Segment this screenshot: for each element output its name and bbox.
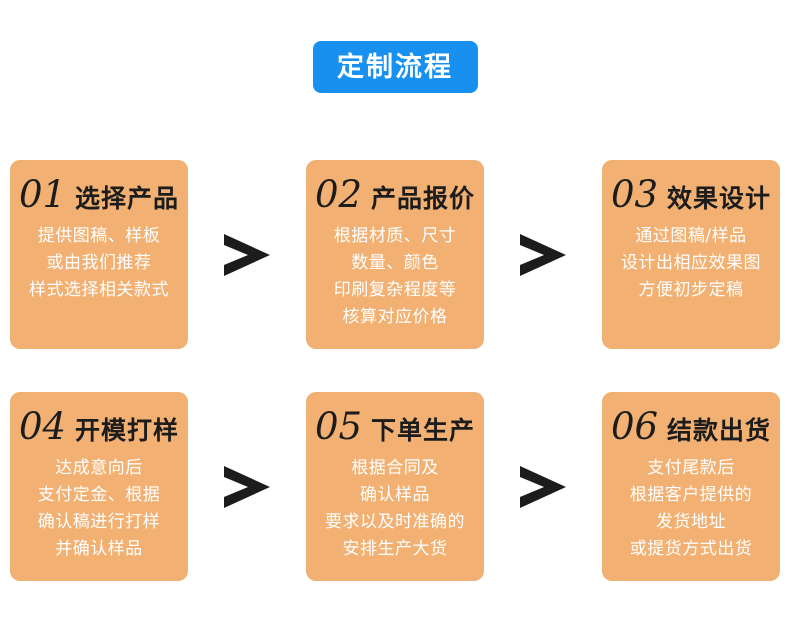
step-card-03-body: 通过图稿/样品 设计出相应效果图 方便初步定稿 (621, 223, 761, 304)
steps-row-1: 01 选择产品 提供图稿、样板 或由我们推荐 样式选择相关款式 02 产品报价 (10, 160, 780, 349)
chevron-right-icon (520, 233, 566, 276)
step-body-line: 样式选择相关款式 (29, 280, 169, 300)
step-number: 03 (610, 173, 659, 216)
step-body-line: 并确认样品 (55, 539, 143, 559)
step-body-line: 要求以及时准确的 (325, 512, 465, 532)
header-area: 定制流程 (0, 41, 790, 93)
step-card-04-heading: 04 开模打样 (19, 408, 179, 445)
step-card-01-body: 提供图稿、样板 或由我们推荐 样式选择相关款式 (29, 223, 169, 304)
step-body-line: 根据材质、尺寸 (333, 226, 457, 246)
steps-grid: 01 选择产品 提供图稿、样板 或由我们推荐 样式选择相关款式 02 产品报价 (10, 160, 780, 581)
step-card-03-heading: 03 效果设计 (611, 176, 771, 213)
step-number: 04 (18, 405, 67, 448)
step-body-line: 达成意向后 (55, 458, 143, 478)
chevron-right-icon (224, 233, 270, 276)
step-body-line: 确认稿进行打样 (37, 512, 161, 532)
step-card-06-body: 支付尾款后 根据客户提供的 发货地址 或提货方式出货 (630, 455, 753, 563)
chevron-right-icon (520, 465, 566, 508)
step-number: 05 (314, 405, 363, 448)
step-title: 下单生产 (371, 416, 476, 445)
step-body-line: 或由我们推荐 (46, 253, 152, 273)
step-body-line: 方便初步定稿 (638, 280, 744, 300)
step-body-line: 根据合同及 (351, 458, 439, 478)
page-title: 定制流程 (337, 51, 453, 83)
step-body-line: 确认样品 (360, 485, 430, 505)
step-body-line: 安排生产大货 (342, 539, 448, 559)
step-body-line: 根据客户提供的 (629, 485, 753, 505)
step-card-05-body: 根据合同及 确认样品 要求以及时准确的 安排生产大货 (325, 455, 465, 563)
step-card-05[interactable]: 05 下单生产 根据合同及 确认样品 要求以及时准确的 安排生产大货 (306, 392, 484, 581)
steps-row-2: 04 开模打样 达成意向后 支付定金、根据 确认稿进行打样 并确认样品 05 (10, 392, 780, 581)
step-body-line: 支付尾款后 (647, 458, 735, 478)
step-card-03[interactable]: 03 效果设计 通过图稿/样品 设计出相应效果图 方便初步定稿 (602, 160, 780, 349)
step-body-line: 发货地址 (656, 512, 726, 532)
step-separator-2 (484, 160, 602, 349)
step-title: 选择产品 (75, 184, 180, 213)
step-body-line: 核算对应价格 (342, 307, 448, 327)
step-number: 02 (314, 173, 363, 216)
page-title-badge: 定制流程 (312, 41, 478, 93)
step-card-04[interactable]: 04 开模打样 达成意向后 支付定金、根据 确认稿进行打样 并确认样品 (10, 392, 188, 581)
step-card-01[interactable]: 01 选择产品 提供图稿、样板 或由我们推荐 样式选择相关款式 (10, 160, 188, 349)
step-title: 产品报价 (371, 184, 476, 213)
step-card-02-heading: 02 产品报价 (315, 176, 475, 213)
step-body-line: 印刷复杂程度等 (333, 280, 457, 300)
step-title: 开模打样 (75, 416, 180, 445)
step-card-01-heading: 01 选择产品 (19, 176, 179, 213)
step-title: 效果设计 (667, 184, 772, 213)
step-card-04-body: 达成意向后 支付定金、根据 确认稿进行打样 并确认样品 (38, 455, 161, 563)
step-separator-4 (484, 392, 602, 581)
step-separator-1 (188, 160, 306, 349)
step-body-line: 通过图稿/样品 (635, 226, 747, 246)
step-card-06[interactable]: 06 结款出货 支付尾款后 根据客户提供的 发货地址 或提货方式出货 (602, 392, 780, 581)
step-separator-3 (188, 392, 306, 581)
step-number: 01 (18, 173, 67, 216)
step-card-02-body: 根据材质、尺寸 数量、颜色 印刷复杂程度等 核算对应价格 (334, 223, 457, 331)
step-number: 06 (610, 405, 659, 448)
step-card-05-heading: 05 下单生产 (315, 408, 475, 445)
step-body-line: 提供图稿、样板 (37, 226, 161, 246)
step-title: 结款出货 (667, 416, 772, 445)
chevron-right-icon (224, 465, 270, 508)
step-card-06-heading: 06 结款出货 (611, 408, 771, 445)
step-body-line: 或提货方式出货 (629, 539, 753, 559)
step-body-line: 设计出相应效果图 (621, 253, 761, 273)
step-card-02[interactable]: 02 产品报价 根据材质、尺寸 数量、颜色 印刷复杂程度等 核算对应价格 (306, 160, 484, 349)
step-body-line: 数量、颜色 (351, 253, 439, 273)
step-body-line: 支付定金、根据 (37, 485, 161, 505)
